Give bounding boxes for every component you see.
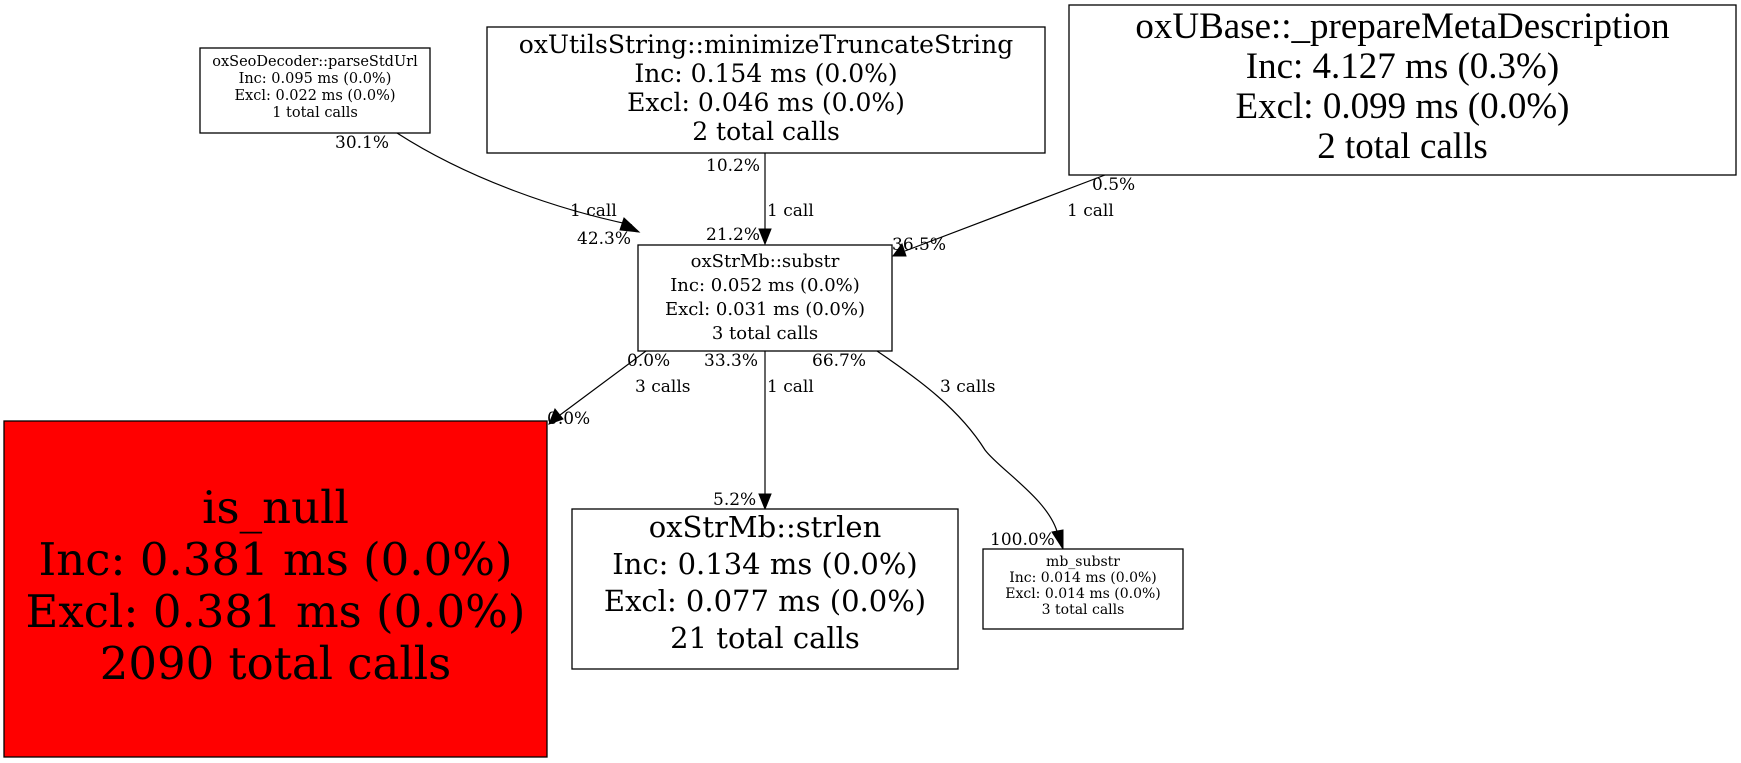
edge-prepareMetaDescription-to-substr: 1 call 0.5% 36.5% bbox=[892, 174, 1135, 257]
edge-line bbox=[559, 350, 647, 416]
node-function-name: oxSeoDecoder::parseStdUrl bbox=[212, 54, 418, 70]
node-function-name: oxUtilsString::minimizeTruncateString bbox=[519, 30, 1013, 59]
node-inclusive-time: Inc: 0.095 ms (0.0%) bbox=[239, 71, 392, 87]
node-total-calls: 2 total calls bbox=[692, 117, 840, 146]
node-box bbox=[637, 244, 893, 352]
node-inclusive-time: Inc: 0.381 ms (0.0%) bbox=[38, 533, 512, 586]
edge-tail-percent-label: 0.0% bbox=[627, 351, 670, 371]
node-inclusive-time: Inc: 0.014 ms (0.0%) bbox=[1009, 570, 1157, 586]
edge-head-percent-label: 5.2% bbox=[713, 490, 756, 510]
node-total-calls: 1 total calls bbox=[272, 105, 358, 121]
node-box bbox=[982, 548, 1184, 630]
edge-head-percent-label: 42.3% bbox=[577, 229, 631, 249]
edge-tail-percent-label: 66.7% bbox=[812, 351, 866, 371]
node-function-name: oxStrMb::substr bbox=[691, 251, 840, 272]
arrowhead-icon bbox=[1051, 529, 1064, 551]
node-exclusive-time: Excl: 0.099 ms (0.0%) bbox=[1236, 86, 1570, 127]
edge-substr-to-is_null: 3 calls 0.0% 0.0% bbox=[547, 350, 690, 429]
node-box bbox=[486, 26, 1046, 154]
arrowhead-icon bbox=[758, 493, 772, 511]
node-exclusive-time: Excl: 0.077 ms (0.0%) bbox=[604, 584, 926, 618]
edges-layer: 1 call 30.1% 42.3% 1 call 10.2% 21.2% 1 call 0.… bbox=[335, 132, 1135, 551]
node-box bbox=[571, 508, 959, 670]
edge-minimizeTruncateString-to-substr: 1 call 10.2% 21.2% bbox=[706, 153, 814, 246]
edge-call-count-label: 3 calls bbox=[635, 377, 690, 397]
edge-tail-percent-label: 30.1% bbox=[335, 133, 389, 153]
edge-parseStdUrl-to-substr: 1 call 30.1% 42.3% bbox=[335, 132, 641, 249]
arrowhead-icon bbox=[892, 242, 907, 257]
node-function-name: mb_substr bbox=[1046, 554, 1120, 570]
edge-tail-percent-label: 33.3% bbox=[704, 351, 758, 371]
edge-call-count-label: 3 calls bbox=[940, 377, 995, 397]
edge-tail-percent-label: 0.5% bbox=[1092, 175, 1135, 195]
edge-substr-to-strlen: 1 call 33.3% 5.2% bbox=[704, 351, 814, 511]
node-total-calls: 3 total calls bbox=[712, 323, 818, 344]
node-total-calls: 2 total calls bbox=[1317, 126, 1488, 167]
node-total-calls: 2090 total calls bbox=[100, 637, 452, 690]
node-total-calls: 3 total calls bbox=[1042, 602, 1125, 618]
edge-head-percent-label: 21.2% bbox=[706, 225, 760, 245]
node-function-name: oxUBase::_prepareMetaDescription bbox=[1135, 6, 1669, 47]
edge-line bbox=[904, 174, 1106, 252]
arrowhead-icon bbox=[619, 217, 641, 233]
edge-call-count-label: 1 call bbox=[767, 377, 814, 397]
edge-call-count-label: 1 call bbox=[767, 201, 814, 221]
node-exclusive-time: Excl: 0.022 ms (0.0%) bbox=[234, 88, 395, 104]
edge-line bbox=[396, 132, 633, 226]
node-exclusive-time: Excl: 0.381 ms (0.0%) bbox=[26, 585, 526, 638]
node-exclusive-time: Excl: 0.014 ms (0.0%) bbox=[1005, 586, 1161, 602]
node-box bbox=[3, 420, 548, 758]
node-box bbox=[1068, 4, 1737, 176]
edge-line bbox=[876, 350, 1059, 536]
edge-substr-to-mb_substr: 3 calls 66.7% 100.0% bbox=[812, 350, 1064, 551]
arrowhead-icon bbox=[758, 228, 772, 246]
node-box bbox=[199, 47, 431, 134]
edge-tail-percent-label: 10.2% bbox=[706, 156, 760, 176]
node-inclusive-time: Inc: 0.154 ms (0.0%) bbox=[634, 59, 897, 88]
edge-head-percent-label: 100.0% bbox=[990, 530, 1055, 550]
edge-call-count-label: 1 call bbox=[570, 201, 617, 221]
node-exclusive-time: Excl: 0.046 ms (0.0%) bbox=[627, 88, 905, 117]
node-exclusive-time: Excl: 0.031 ms (0.0%) bbox=[665, 299, 865, 320]
node-function-name: is_null bbox=[202, 481, 349, 534]
node-total-calls: 21 total calls bbox=[670, 621, 860, 655]
edge-head-percent-label: 36.5% bbox=[892, 235, 946, 255]
edge-call-count-label: 1 call bbox=[1067, 201, 1114, 221]
edge-head-percent-label: 0.0% bbox=[547, 409, 590, 429]
node-inclusive-time: Inc: 0.052 ms (0.0%) bbox=[670, 275, 860, 296]
node-inclusive-time: Inc: 4.127 ms (0.3%) bbox=[1246, 46, 1559, 87]
node-inclusive-time: Inc: 0.134 ms (0.0%) bbox=[612, 547, 918, 581]
node-function-name: oxStrMb::strlen bbox=[649, 510, 882, 544]
node-minimizeTruncateString[interactable]: oxUtilsString::minimizeTruncateStringInc… bbox=[486, 26, 1046, 154]
arrowhead-icon bbox=[548, 408, 564, 425]
